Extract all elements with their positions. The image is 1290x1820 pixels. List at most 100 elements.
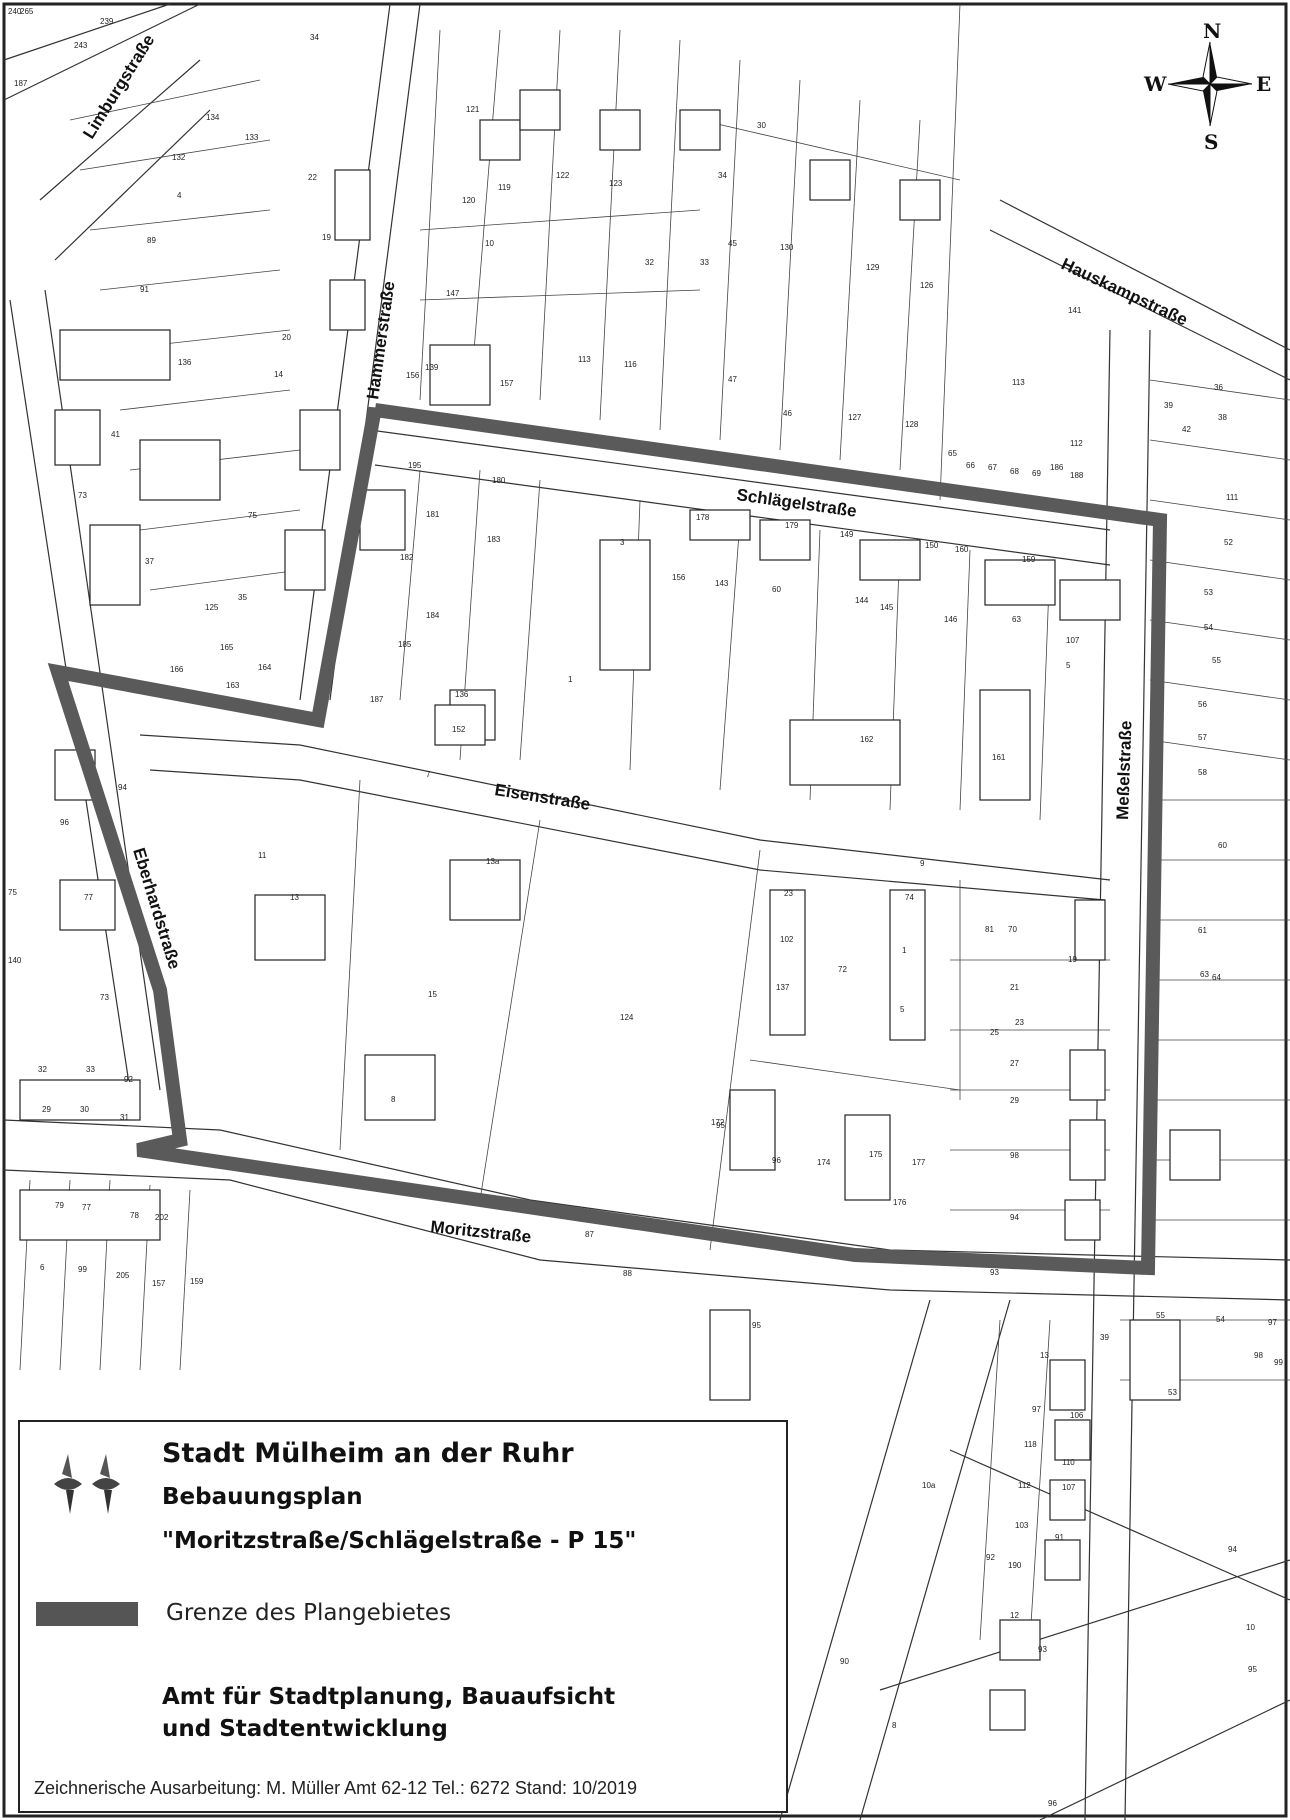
parcel-number: 60 (772, 585, 781, 594)
parcel-number: 13 (290, 893, 299, 902)
parcel-number: 72 (838, 965, 847, 974)
parcel-number: 172 (711, 1118, 725, 1127)
parcel-number: 98 (1254, 1351, 1263, 1360)
parcel-number: 125 (205, 603, 219, 612)
parcel-number: 13 (1040, 1351, 1049, 1360)
parcel-number: 74 (905, 893, 914, 902)
parcel-number: 58 (1198, 768, 1207, 777)
parcel-number: 33 (700, 258, 709, 267)
parcel-number: 1 (568, 675, 573, 684)
parcel-number: 157 (152, 1279, 166, 1288)
parcel-number: 55 (1212, 656, 1221, 665)
parcel-number: 63 (1012, 615, 1021, 624)
parcel-number: 176 (893, 1198, 907, 1207)
parcel-number: 149 (840, 530, 854, 539)
parcel-number: 5 (900, 1005, 905, 1014)
parcel-number: 93 (1038, 1645, 1047, 1654)
parcel-number: 30 (757, 121, 766, 130)
parcel-number: 122 (556, 171, 570, 180)
parcel-number: 38 (1218, 413, 1227, 422)
parcel-number: 163 (226, 681, 240, 690)
parcel-number: 29 (1010, 1096, 1019, 1105)
parcel-number: 132 (172, 153, 186, 162)
parcel-number: 10a (922, 1481, 936, 1490)
parcel-number: 136 (455, 690, 469, 699)
parcel-number: 186 (1050, 463, 1064, 472)
parcel-number: 159 (1022, 555, 1036, 564)
parcel-number: 30 (80, 1105, 89, 1114)
parcel-number: 156 (672, 573, 686, 582)
parcel-number: 202 (155, 1213, 169, 1222)
parcel-number: 4 (177, 191, 182, 200)
parcel-number: 34 (718, 171, 727, 180)
legend-office-line1: Amt für Stadtplanung, Bauaufsicht (162, 1684, 616, 1710)
parcel-number: 145 (880, 603, 894, 612)
parcel-number: 68 (1010, 467, 1019, 476)
parcel-number: 94 (118, 783, 127, 792)
parcel-number: 133 (245, 133, 259, 142)
parcel-number: 70 (1008, 925, 1017, 934)
parcel-number: 183 (487, 535, 501, 544)
parcel-number: 156 (406, 371, 420, 380)
parcel-number: 107 (1066, 636, 1080, 645)
parcel-number: 97 (1032, 1405, 1041, 1414)
parcel-number: 1 (902, 946, 907, 955)
parcel-number: 63 (1200, 970, 1209, 979)
parcel-number: 98 (1010, 1151, 1019, 1160)
parcel-number: 32 (645, 258, 654, 267)
parcel-number: 77 (84, 893, 93, 902)
parcel-number: 77 (82, 1203, 91, 1212)
parcel-number: 95 (1248, 1665, 1257, 1674)
compass-south: S (1204, 130, 1218, 154)
parcel-number: 39 (1164, 401, 1173, 410)
parcel-number: 134 (206, 113, 220, 122)
parcel-number: 78 (130, 1211, 139, 1220)
parcel-number: 29 (42, 1105, 51, 1114)
parcel-number: 42 (1182, 425, 1191, 434)
parcel-number: 150 (925, 541, 939, 550)
parcel-number: 111 (1226, 493, 1239, 502)
parcel-number: 96 (1048, 1799, 1057, 1808)
parcel-number: 13a (486, 857, 500, 866)
parcel-number: 19 (322, 233, 331, 242)
parcel-number: 166 (170, 665, 184, 674)
parcel-number: 93 (990, 1268, 999, 1277)
parcel-number: 112 (1018, 1481, 1031, 1490)
parcel-number: 10 (1246, 1623, 1255, 1632)
parcel-number: 31 (120, 1113, 129, 1122)
parcel-number: 73 (100, 993, 109, 1002)
parcel-number-group: 265 239 240 243 187 134 133 132 4 89 91 … (8, 7, 1283, 1808)
compass-west: W (1143, 72, 1167, 96)
parcel-number: 15 (428, 990, 437, 999)
parcel-number: 106 (1070, 1411, 1084, 1420)
parcel-number: 128 (905, 420, 919, 429)
parcel-number: 53 (1204, 588, 1213, 597)
parcel-number: 65 (948, 449, 957, 458)
parcel-number: 89 (147, 236, 156, 245)
parcel-number: 52 (1224, 538, 1233, 547)
parcel-number: 179 (785, 521, 799, 530)
parcel-number: 36 (1214, 383, 1223, 392)
parcel-number: 139 (425, 363, 439, 372)
parcel-number: 144 (855, 596, 869, 605)
parcel-number: 54 (1204, 623, 1213, 632)
parcel-number: 75 (248, 511, 257, 520)
parcel-number: 32 (38, 1065, 47, 1074)
parcel-number: 159 (190, 1277, 204, 1286)
parcel-number: 41 (111, 430, 120, 439)
parcel-number: 88 (623, 1269, 632, 1278)
parcel-number: 81 (985, 925, 994, 934)
parcel-number: 91 (140, 285, 149, 294)
parcel-number: 6 (40, 1263, 45, 1272)
parcel-number: 92 (124, 1075, 133, 1084)
compass-north: N (1203, 19, 1221, 43)
parcel-number: 143 (715, 579, 729, 588)
parcel-number: 126 (920, 281, 934, 290)
parcel-number: 157 (500, 379, 514, 388)
parcel-number: 20 (282, 333, 291, 342)
parcel-number: 64 (1212, 973, 1221, 982)
parcel-number: 75 (8, 888, 17, 897)
parcel-number: 3 (620, 538, 625, 547)
parcel-number: 8 (391, 1095, 396, 1104)
parcel-number: 35 (238, 593, 247, 602)
